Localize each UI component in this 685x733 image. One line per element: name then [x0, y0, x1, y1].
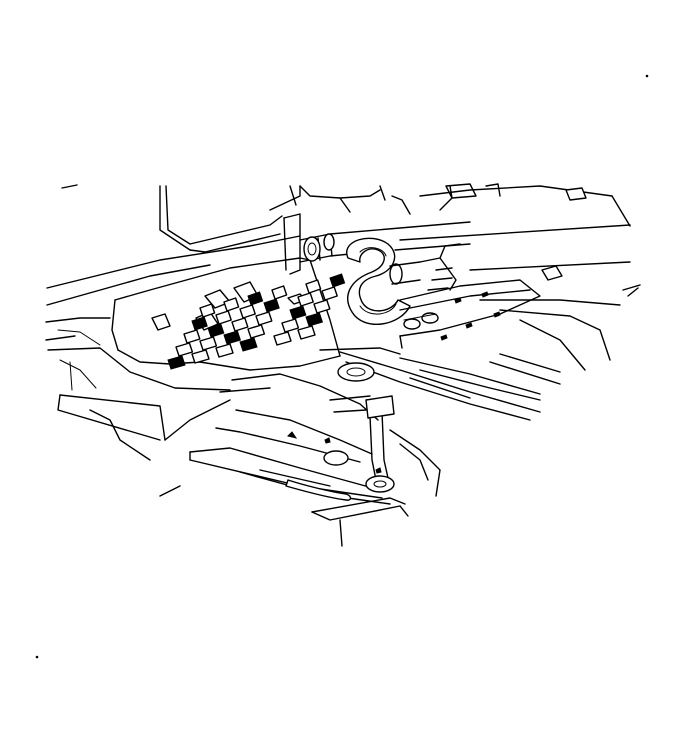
- seat-riser-panel: [159, 185, 386, 253]
- vent-slot: [313, 299, 331, 314]
- exhaust-clamp-bracket: [89, 373, 441, 547]
- seat-bracket: [391, 183, 587, 281]
- stray-dot: [35, 655, 39, 659]
- vent-slot: [215, 310, 232, 325]
- vent-slot: [305, 312, 324, 327]
- vent-slot: [175, 342, 194, 357]
- s-hook-hanger: [346, 237, 411, 325]
- vent-slot: [167, 355, 186, 370]
- vent-slot: [281, 318, 300, 333]
- vent-slot: [329, 273, 346, 288]
- vent-slot: [247, 324, 266, 339]
- vent-slot: [223, 330, 242, 345]
- vent-slot: [223, 297, 240, 312]
- vent-slot: [271, 285, 288, 300]
- vent-slot: [239, 337, 258, 352]
- vent-slot: [255, 311, 273, 326]
- floor-heat-shield: [45, 257, 341, 441]
- vent-slot: [239, 304, 256, 319]
- vent-slot: [207, 323, 225, 338]
- stray-dot: [645, 74, 649, 78]
- vent-slot-grid: [167, 273, 346, 370]
- vent-slot: [321, 286, 338, 301]
- vent-slot: [191, 349, 210, 364]
- exhaust-pipe-assembly: [283, 213, 471, 275]
- vent-slot: [199, 336, 218, 351]
- vent-slot: [199, 303, 216, 318]
- exhaust-tailpipe: [319, 347, 561, 421]
- vent-slot: [273, 331, 292, 346]
- vent-slot: [191, 316, 208, 331]
- floor-outline: [46, 184, 641, 371]
- vent-slot: [263, 298, 280, 313]
- vent-slot: [297, 325, 316, 340]
- vent-slot: [305, 279, 322, 294]
- vent-slot: [183, 329, 201, 344]
- vent-slot: [297, 292, 314, 307]
- pipe-flange-bolts: [323, 233, 421, 285]
- crossmember-rail: [399, 243, 541, 349]
- vent-slot: [231, 317, 249, 332]
- vent-slot: [247, 291, 264, 306]
- vent-slot: [215, 343, 234, 358]
- vent-slot: [289, 305, 307, 320]
